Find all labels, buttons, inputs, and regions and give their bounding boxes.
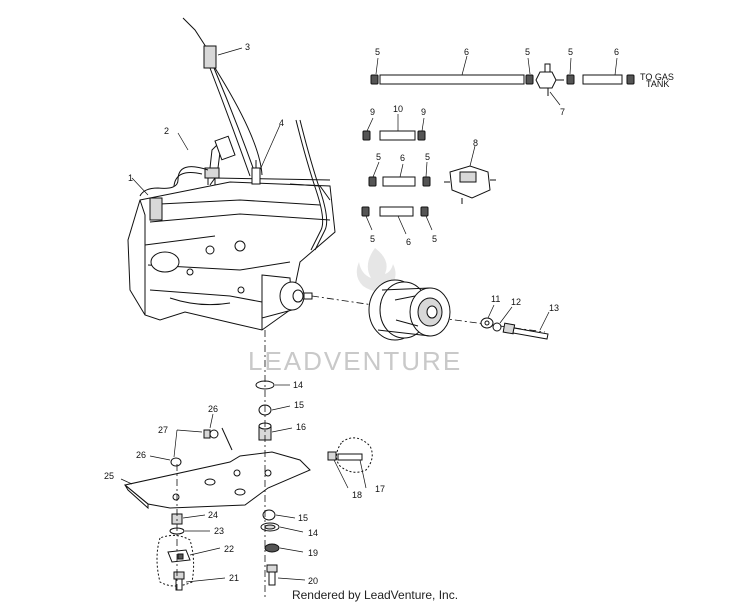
fuel-line-kit: TO GAS TANK bbox=[361, 63, 674, 217]
callout-25: 25 bbox=[104, 471, 114, 481]
watermark: LEADVENTURE bbox=[248, 248, 462, 376]
drive-clutch bbox=[368, 279, 451, 341]
callout-1: 1 bbox=[128, 173, 133, 183]
callout-18: 18 bbox=[352, 490, 362, 500]
tank-label-line1: TO GAS bbox=[640, 72, 674, 82]
leader-lines bbox=[120, 47, 618, 583]
callout-5: 5 bbox=[568, 47, 573, 57]
callout-26: 26 bbox=[208, 404, 218, 414]
callout-9: 9 bbox=[421, 107, 426, 117]
callout-7: 7 bbox=[560, 107, 565, 117]
callout-11: 11 bbox=[491, 294, 500, 304]
callout-8: 8 bbox=[473, 138, 478, 148]
callout-17: 17 bbox=[375, 484, 385, 494]
callout-20: 20 bbox=[308, 576, 318, 586]
left-foot-stack bbox=[156, 513, 195, 591]
callout-13: 13 bbox=[549, 303, 559, 313]
watermark-text: LEADVENTURE bbox=[248, 346, 462, 376]
callouts: 1 2 3 4 5 6 5 5 6 7 8 9 10 9 5 6 5 5 6 5… bbox=[104, 42, 619, 586]
callout-6: 6 bbox=[406, 237, 411, 247]
callout-15: 15 bbox=[298, 513, 308, 523]
callout-26: 26 bbox=[136, 450, 146, 460]
callout-23: 23 bbox=[214, 526, 224, 536]
callout-24: 24 bbox=[208, 510, 218, 520]
callout-5: 5 bbox=[370, 234, 375, 244]
callout-16: 16 bbox=[296, 422, 306, 432]
callout-9: 9 bbox=[370, 107, 375, 117]
callout-6: 6 bbox=[400, 153, 405, 163]
callout-3: 3 bbox=[245, 42, 250, 52]
engine bbox=[127, 17, 336, 331]
callout-5: 5 bbox=[432, 234, 437, 244]
callout-14: 14 bbox=[308, 528, 318, 538]
callout-5: 5 bbox=[375, 47, 380, 57]
callout-21: 21 bbox=[229, 573, 239, 583]
callout-12: 12 bbox=[511, 297, 521, 307]
side-bolt bbox=[327, 437, 373, 473]
tank-label-line2: TANK bbox=[646, 79, 669, 89]
callout-5: 5 bbox=[525, 47, 530, 57]
callout-15: 15 bbox=[294, 400, 304, 410]
callout-2: 2 bbox=[164, 126, 169, 136]
clutch-bolt-group bbox=[480, 317, 549, 340]
callout-6: 6 bbox=[614, 47, 619, 57]
callout-5: 5 bbox=[376, 152, 381, 162]
callout-19: 19 bbox=[308, 548, 318, 558]
callout-14: 14 bbox=[293, 380, 303, 390]
callout-5: 5 bbox=[425, 152, 430, 162]
crank-axis-line bbox=[311, 295, 381, 307]
callout-10: 10 bbox=[393, 104, 403, 114]
mounting-plate bbox=[123, 427, 311, 510]
callout-27: 27 bbox=[158, 425, 168, 435]
callout-22: 22 bbox=[224, 544, 234, 554]
callout-4: 4 bbox=[279, 118, 284, 128]
callout-6: 6 bbox=[464, 47, 469, 57]
right-foot-stack bbox=[260, 509, 280, 586]
bolt-axis-line bbox=[439, 317, 546, 333]
render-credit: Rendered by LeadVenture, Inc. bbox=[291, 588, 459, 602]
